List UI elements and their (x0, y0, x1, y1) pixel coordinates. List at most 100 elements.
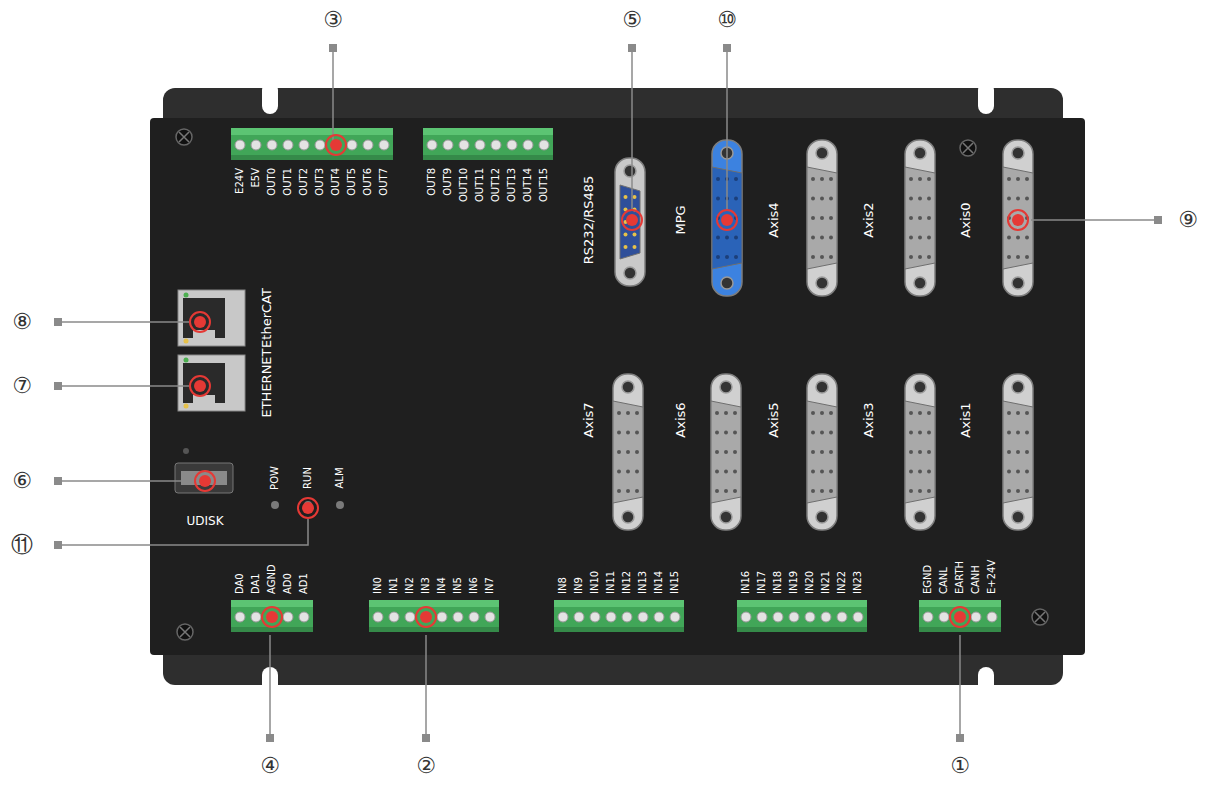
connector-body (807, 167, 837, 269)
controller-housing (150, 118, 1085, 655)
connector-pin (635, 470, 639, 474)
terminal-screw (469, 612, 479, 622)
connector-pin (626, 450, 630, 454)
dsub-connector (807, 374, 837, 530)
terminal-screw (638, 612, 648, 622)
mount-hole (1012, 511, 1024, 523)
pin-label: IN0 (373, 577, 383, 594)
mount-hole (622, 511, 634, 523)
connector-pin (626, 489, 630, 493)
terminal-screw (654, 612, 664, 622)
connector-pin (820, 411, 824, 415)
connector-pin (734, 177, 738, 181)
connector-pin (734, 197, 738, 201)
pin-label: OUT8 (427, 168, 437, 196)
mount-hole (816, 147, 828, 159)
connector-pin (1016, 236, 1020, 240)
marker-ring (190, 376, 210, 396)
leader-end (723, 44, 731, 52)
terminal-screw (574, 612, 584, 622)
pin-label: IN6 (469, 577, 479, 594)
connector-pin (811, 470, 815, 474)
pin-label: DA0 (235, 573, 245, 594)
terminal-top (231, 128, 393, 135)
connector-pin (1016, 197, 1020, 201)
connector-pin (733, 450, 737, 454)
marker-dot (266, 611, 278, 623)
screw-head (176, 129, 192, 145)
connector-pin (927, 177, 931, 181)
terminal-body (231, 128, 393, 160)
screw (960, 140, 976, 156)
marker-dot (1012, 214, 1024, 226)
pin-label: OUT7 (379, 168, 389, 196)
terminal-top (423, 128, 553, 135)
connector-pin (715, 411, 719, 415)
connector-pin (734, 255, 738, 259)
connector-pin (820, 431, 824, 435)
connector-pin (820, 216, 824, 220)
connector-body (905, 401, 935, 503)
connector-pin (909, 450, 913, 454)
link-led (184, 358, 189, 363)
connector-pin (829, 411, 833, 415)
connector-pin (1007, 197, 1011, 201)
terminal-block (369, 600, 499, 632)
connector-pin (716, 236, 720, 240)
jack-opening (183, 298, 225, 338)
connector-pin (820, 177, 824, 181)
marker-ring (416, 607, 436, 627)
connector-pin (1007, 177, 1011, 181)
dsub-connector (1003, 140, 1033, 296)
terminal-screw (539, 140, 549, 150)
rj45-jack (178, 290, 245, 346)
connector-label: Axis5 (767, 402, 780, 437)
terminal-screw (821, 612, 831, 622)
connector-shell (613, 374, 643, 530)
connector-pin (918, 197, 922, 201)
callout-number: ① (950, 755, 970, 777)
mount-hole (914, 511, 926, 523)
connector-pin (1025, 197, 1029, 201)
pin-label: IN3 (421, 577, 431, 594)
terminal-body (369, 600, 499, 632)
rj45-jack (178, 355, 245, 411)
terminal-screw (622, 612, 632, 622)
connector-shell (807, 374, 837, 530)
connector-label: Axis1 (959, 402, 972, 437)
dsub-connector (1003, 374, 1033, 530)
pin-label: E5V (251, 168, 261, 188)
port-label: EtherCAT (260, 288, 273, 348)
callout-number: ⑩ (717, 9, 737, 31)
pin-label: OUT9 (443, 168, 453, 196)
connector-pin (724, 450, 728, 454)
connector-pin (829, 177, 833, 181)
connector-pin (829, 255, 833, 259)
pin-label: IN9 (574, 577, 584, 594)
pin-label: AGND (267, 564, 277, 594)
callout-marker (950, 607, 970, 627)
terminal-screw (283, 612, 293, 622)
callout-marker (262, 607, 282, 627)
marker-ring (195, 471, 215, 491)
connector-shell (905, 374, 935, 530)
terminal-block (919, 600, 1001, 632)
connector-pin (724, 470, 728, 474)
terminal-screw (347, 140, 357, 150)
connector-pin (909, 216, 913, 220)
connector-pin (820, 255, 824, 259)
mounting-slot (262, 82, 278, 114)
pin-label: OUT12 (491, 168, 501, 202)
mount-hole (721, 277, 733, 289)
connector-pin (909, 236, 913, 240)
screw-head (960, 140, 976, 156)
connector-pin (1025, 489, 1029, 493)
terminal-screw (507, 140, 517, 150)
connector-pin (1025, 177, 1029, 181)
connector-pin (829, 197, 833, 201)
mount-hole (816, 381, 828, 393)
terminal-top (369, 600, 499, 607)
pin-label: E+24V (987, 560, 997, 594)
leader-line (1031, 219, 1158, 221)
connector-pin (811, 411, 815, 415)
